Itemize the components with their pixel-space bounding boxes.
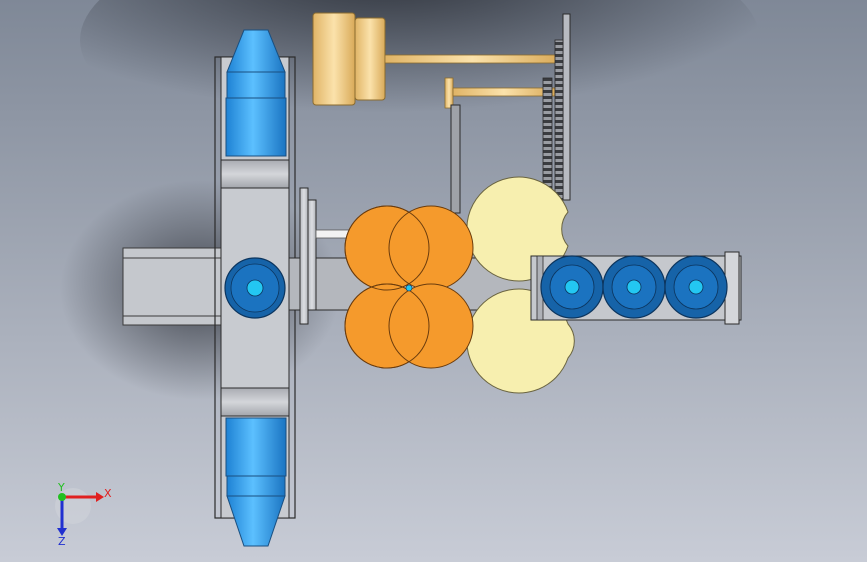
output-roller-3: [664, 255, 728, 319]
y-axis-label: Y: [57, 481, 65, 494]
axis-triad: X Y Z: [55, 481, 112, 548]
secondary-drive-shaft: [444, 77, 556, 214]
drive-motor: [312, 12, 561, 106]
upper-cam-lobe: [466, 176, 569, 282]
x-axis-arrowhead: [96, 492, 104, 502]
left-blue-roller: [224, 257, 286, 319]
orange-roller-cluster: [344, 205, 474, 369]
z-axis-label: Z: [58, 535, 66, 548]
lower-cone-roller: [225, 417, 287, 547]
x-axis-label: X: [104, 487, 112, 500]
left-base-block: [122, 247, 222, 326]
y-axis-dot: [58, 493, 66, 501]
output-roller-2: [602, 255, 666, 319]
upper-cone-roller: [225, 29, 287, 157]
z-axis-arrowhead: [57, 528, 67, 536]
output-roller-1: [540, 255, 604, 319]
